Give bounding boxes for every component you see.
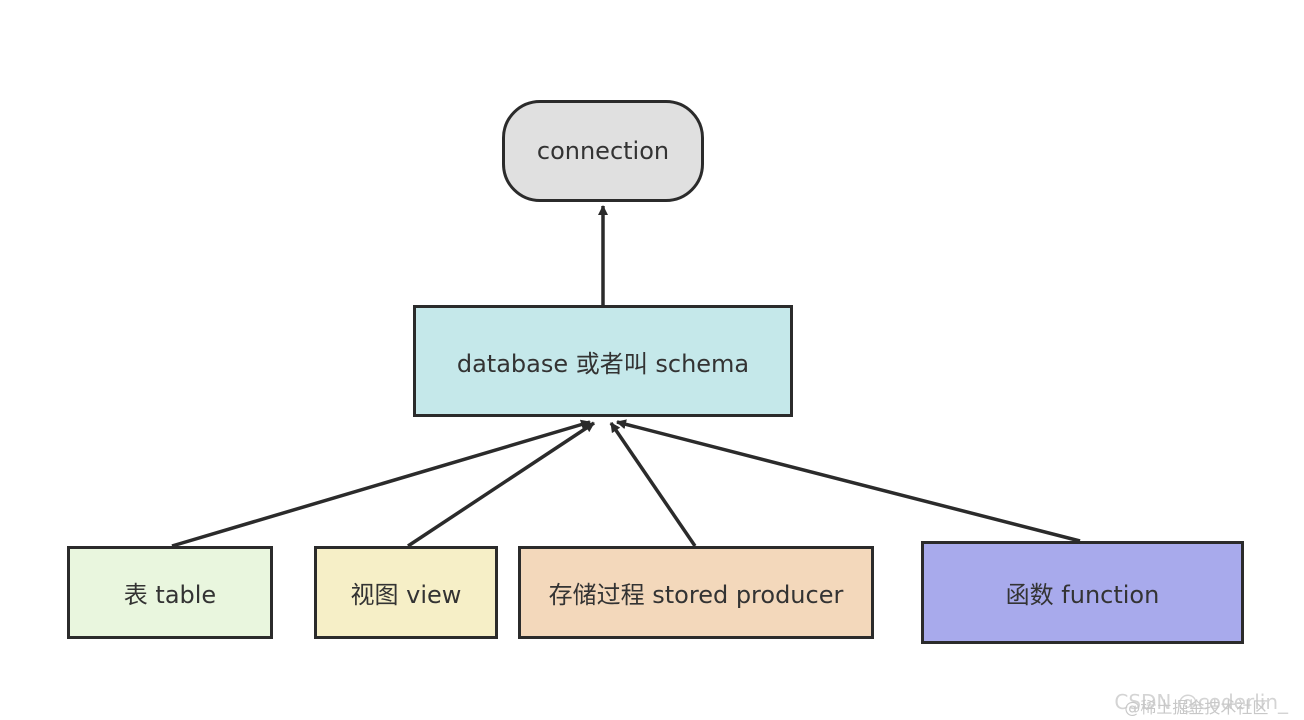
watermark-sub: @稀土掘金技术社区	[1124, 698, 1269, 717]
database-schema-node: database 或者叫 schema	[413, 305, 793, 417]
arrow-stored-to-database	[609, 422, 697, 547]
view-node: 视图 view	[314, 546, 498, 639]
stored-procedure-node: 存储过程 stored producer	[518, 546, 874, 639]
arrow-function-to-database	[616, 419, 1081, 543]
arrow-view-to-database	[407, 421, 595, 548]
function-node: 函数 function	[921, 541, 1244, 644]
database-schema-label: database 或者叫 schema	[456, 349, 750, 378]
table-node: 表 table	[67, 546, 273, 639]
function-label: 函数 function	[1005, 581, 1160, 609]
watermark: CSDN @coderlin_ @稀土掘金技术社区	[1114, 690, 1288, 717]
arrow-table-to-database	[171, 419, 591, 548]
stored-procedure-label: 存储过程 stored producer	[548, 581, 844, 609]
watermark-main: CSDN @coderlin_	[1114, 690, 1288, 714]
connection-node: connection	[502, 100, 704, 202]
connection-label: connection	[536, 137, 670, 165]
view-label: 视图 view	[350, 581, 462, 609]
table-label: 表 table	[123, 581, 217, 609]
